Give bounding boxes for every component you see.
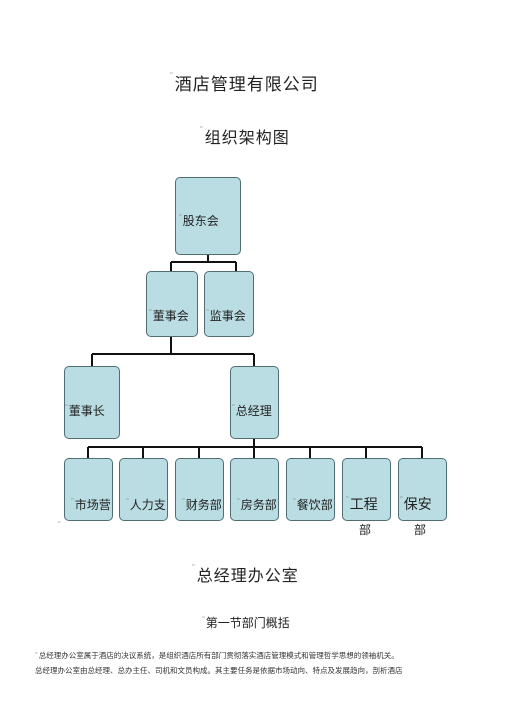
board-label: 董事会 — [152, 309, 189, 323]
office-title: ▫总经理办公室 — [192, 562, 299, 585]
dept-box-engineering: ▫工程 — [342, 458, 391, 521]
dept-label-rooms: 房务部 — [240, 498, 277, 512]
supervisors-label: 监事会 — [209, 309, 246, 323]
dept-box-food-beverage: ▫餐饮部 — [286, 458, 335, 521]
paragraph-line-1: ▫总经理办公室属于酒店的决议系统，是组织酒店所有部门贯彻落实酒店管理模式和管理哲… — [35, 650, 399, 660]
dept-label-marketing: 市场营 — [74, 498, 111, 512]
dept-label-security: 保安 — [403, 497, 432, 513]
dept-suffix-security: 部 — [414, 523, 427, 537]
dept-suffix-engineering: 部 — [359, 523, 372, 537]
dept-box-marketing: ▫市场营 — [64, 458, 113, 521]
shareholders-box: ▫股东会 — [175, 177, 241, 255]
general-manager-label: 总经理 — [235, 404, 272, 418]
stray-marker: ▫ — [58, 519, 61, 524]
dept-label-food-beverage: 餐饮部 — [296, 498, 333, 512]
dept-box-rooms: ▫房务部 — [230, 458, 279, 521]
org-chart-title: ▫组织架构图 — [200, 124, 290, 147]
chairman-box: ▫董事长 — [64, 366, 120, 439]
dept-label-hr: 人力支 — [129, 498, 166, 512]
supervisors-box: ▫监事会 — [204, 271, 254, 337]
dept-label-finance: 财务部 — [185, 498, 222, 512]
dept-box-finance: ▫财务部 — [175, 458, 224, 521]
paragraph-line-2: 总经理办公室由总经理、总办主任、司机和文员构成。其主要任务是依据市场动向、特点及… — [35, 666, 403, 675]
dept-label-engineering: 工程 — [349, 497, 378, 513]
general-manager-box: ▫总经理 — [230, 366, 279, 439]
company-title: ▫酒店管理有限公司 — [170, 70, 319, 95]
shareholders-label: 股东会 — [182, 214, 219, 228]
section-title: ▫第一节部门概括 — [202, 614, 290, 630]
chairman-label: 董事长 — [68, 404, 105, 418]
dept-box-hr: ▫人力支 — [119, 458, 168, 521]
dept-box-security: ▫保安 — [398, 458, 447, 521]
board-box: ▫董事会 — [146, 271, 198, 337]
